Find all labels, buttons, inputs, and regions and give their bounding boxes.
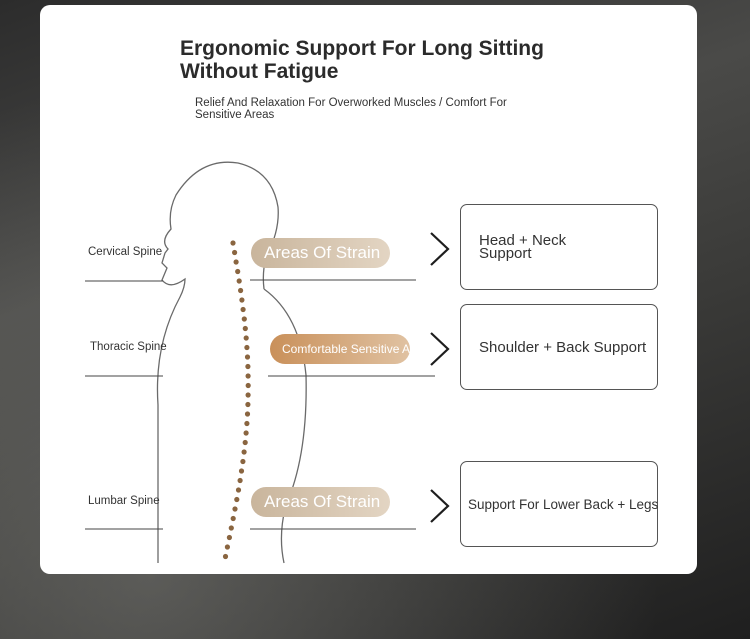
spine-dots <box>222 240 251 560</box>
vertebra-dot <box>241 449 247 455</box>
support-label: Support For Lower Back + Legs <box>468 496 659 512</box>
vertebra-dot <box>230 515 236 522</box>
vertebra-dot <box>245 401 251 408</box>
shoulder-back-support-box: Shoulder + Back Support <box>460 304 658 390</box>
vertebra-dot <box>222 553 229 560</box>
vertebra-dot <box>244 354 251 360</box>
page-title: Ergonomic Support For Long Sitting Witho… <box>180 37 544 83</box>
vertebra-dot <box>232 249 238 256</box>
vertebra-dot <box>228 525 234 531</box>
vertebra-dot <box>241 316 247 322</box>
vertebra-dot <box>245 392 251 398</box>
support-label: Shoulder + Back Support <box>479 338 647 356</box>
vertebra-dot <box>245 382 251 389</box>
vertebra-dot <box>245 373 251 379</box>
vertebra-dot <box>240 458 246 465</box>
cervical-spine-label: Cervical Spine <box>88 246 163 258</box>
vertebra-dot <box>236 278 242 284</box>
vertebra-dot <box>244 344 250 351</box>
head-neck-support-box: Head + Neck Support <box>460 204 658 290</box>
vertebra-dot <box>235 268 241 275</box>
body-outline-back <box>263 288 307 564</box>
vertebra-dot <box>243 335 249 341</box>
vertebra-dot <box>237 477 243 484</box>
thoracic-spine-label: Thoracic Spine <box>90 341 167 353</box>
lumbar-spine-label: Lumbar Spine <box>88 495 160 507</box>
vertebra-dot <box>238 468 245 474</box>
vertebra-dot <box>243 430 249 436</box>
page-subtitle: Relief And Relaxation For Overworked Mus… <box>195 97 507 121</box>
body-spine-figure <box>85 161 450 564</box>
strain-area-pill-upper: Areas Of Strain <box>251 238 390 268</box>
vertebra-dot <box>230 240 236 246</box>
strain-area-pill-lower: Areas Of Strain <box>251 487 390 517</box>
pill-label: Areas Of Strain <box>264 492 381 511</box>
pill-label: Comfortable Sensitive Areas <box>282 342 410 356</box>
lower-back-legs-support-box: Support For Lower Back + Legs <box>460 461 658 547</box>
pill-label: Areas Of Strain <box>264 243 381 262</box>
chevron-right-icon <box>430 489 450 523</box>
vertebra-dot <box>224 544 230 550</box>
vertebra-dot <box>233 259 239 265</box>
vertebra-dot <box>242 439 248 446</box>
vertebra-dot <box>245 363 251 370</box>
vertebra-dot <box>242 325 248 332</box>
vertebra-dot <box>239 297 245 303</box>
vertebra-dot <box>235 487 242 493</box>
vertebra-dot <box>244 420 250 427</box>
vertebra-dot <box>238 287 244 294</box>
infographic-card: Ergonomic Support For Long Sitting Witho… <box>40 5 697 574</box>
vertebra-dot <box>240 306 246 313</box>
sensitive-area-pill: Comfortable Sensitive Areas <box>270 334 410 364</box>
vertebra-dot <box>226 534 232 541</box>
support-label: Head + Neck Support <box>479 232 567 262</box>
vertebra-dot <box>244 411 251 417</box>
body-outline-front <box>156 161 279 563</box>
vertebra-dot <box>232 506 238 512</box>
chevron-right-icon <box>430 332 450 366</box>
vertebra-dot <box>234 496 240 503</box>
chevron-right-icon <box>430 232 450 266</box>
